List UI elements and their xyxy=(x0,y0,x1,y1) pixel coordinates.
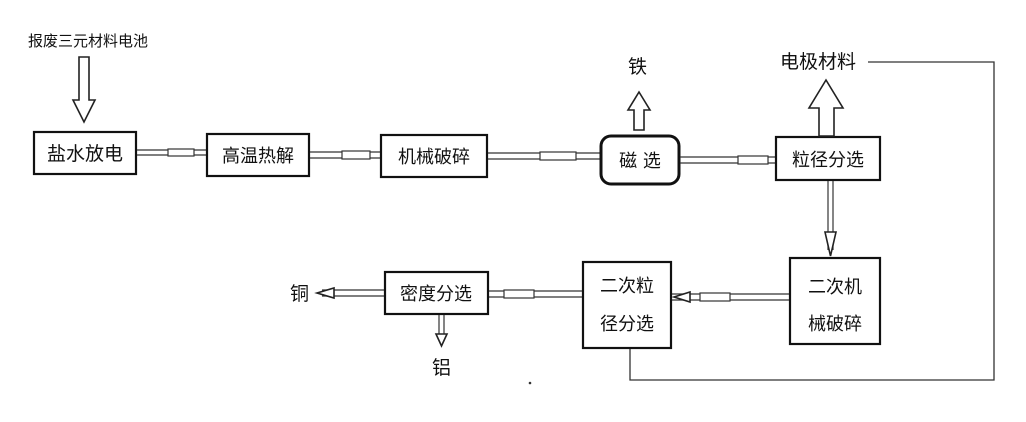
node-pyrolysis-label: 高温热解 xyxy=(222,146,294,167)
node-magnetic-separation: 磁 选 xyxy=(599,134,681,186)
output-iron-label: 铁 xyxy=(628,56,647,78)
flow-pipe-3 xyxy=(488,151,600,161)
aluminum-output-arrow xyxy=(434,315,449,348)
copper-output-arrow xyxy=(314,286,384,300)
flow-pipe-1 xyxy=(137,148,206,157)
node-brine-discharge: 盐水放电 xyxy=(32,130,138,176)
flow-pipe-6 xyxy=(489,289,582,299)
output-copper-label: 铜 xyxy=(290,283,309,305)
input-arrow xyxy=(71,56,97,124)
iron-output-arrow xyxy=(626,90,652,131)
node-density-separation-label: 密度分选 xyxy=(400,284,472,305)
flow-pipe-5 xyxy=(671,290,789,304)
node-secondary-crushing: 二次机 械破碎 xyxy=(788,256,882,346)
node-secondary-crushing-line1: 二次机 xyxy=(808,277,862,298)
flow-pipe-4 xyxy=(680,155,775,165)
down-flow-arrow xyxy=(823,181,838,257)
node-secondary-size-line2: 径分选 xyxy=(600,314,654,335)
node-crushing: 机械破碎 xyxy=(379,133,489,179)
node-secondary-crushing-line2: 械破碎 xyxy=(808,314,862,335)
flow-pipe-2 xyxy=(310,150,380,160)
node-particle-size-label: 粒径分选 xyxy=(792,150,864,171)
stray-dot xyxy=(528,381,532,385)
node-secondary-size-line1: 二次粒 xyxy=(600,276,654,297)
node-particle-size-separation: 粒径分选 xyxy=(774,135,882,182)
node-magnetic-separation-label: 磁 选 xyxy=(619,151,661,172)
input-label: 报废三元材料电池 xyxy=(28,32,148,50)
node-density-separation: 密度分选 xyxy=(383,270,490,316)
node-pyrolysis: 高温热解 xyxy=(205,132,311,178)
output-electrode-label: 电极材料 xyxy=(780,51,856,73)
node-crushing-label: 机械破碎 xyxy=(398,147,470,168)
output-aluminum-label: 铝 xyxy=(432,357,451,379)
node-brine-discharge-label: 盐水放电 xyxy=(47,143,123,165)
node-secondary-size-separation: 二次粒 径分选 xyxy=(581,260,673,350)
electrode-output-arrow xyxy=(807,78,845,137)
recycle-loop-line xyxy=(629,61,995,381)
